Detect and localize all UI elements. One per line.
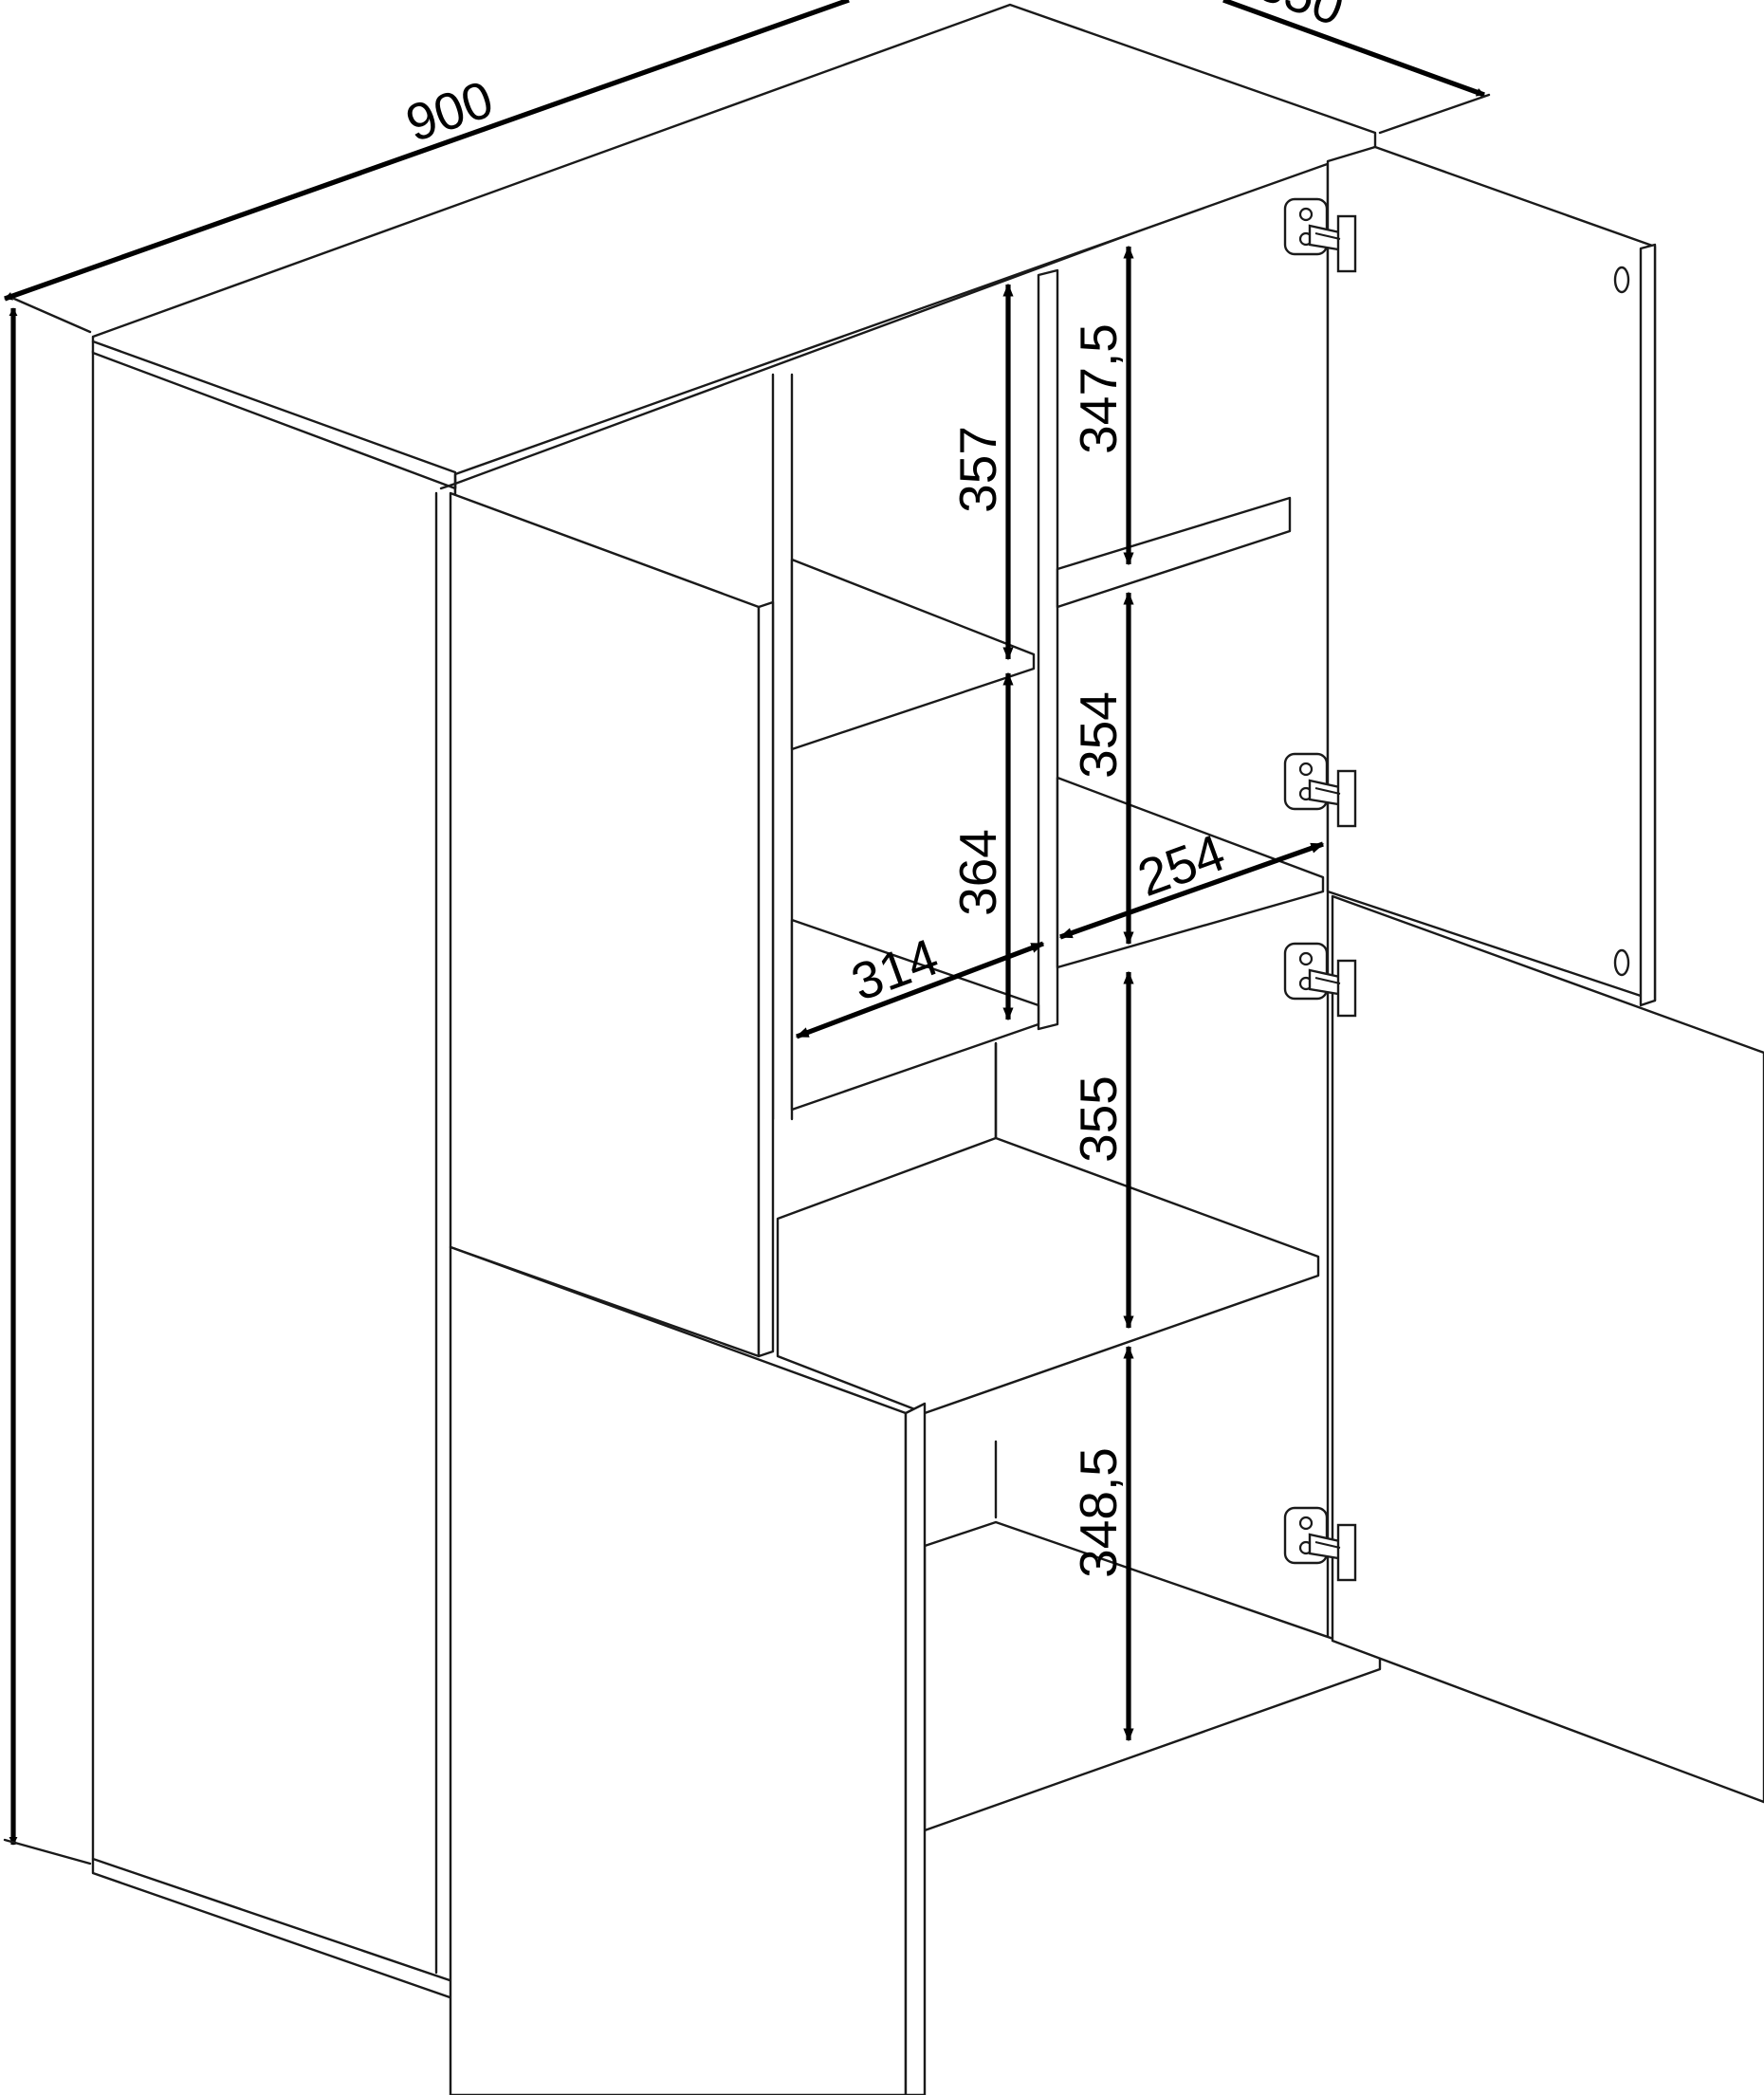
width-label: 900: [398, 69, 500, 153]
lower-right-door: [1331, 894, 1764, 1804]
left-side-panel: [91, 349, 457, 1984]
lower-left-door: [449, 1245, 908, 2095]
depth-dimension-line: [1222, 0, 1485, 98]
bottom-compartment-label: 348,5: [1069, 1447, 1128, 1578]
width-dimension-line: [4, 0, 850, 302]
dimension-lines: [3, 0, 1491, 1865]
depth-label: 350: [1250, 0, 1351, 37]
upper-left-door: [449, 491, 761, 1358]
middle-right-compartment-label: 354: [1069, 691, 1128, 779]
upper-left-compartment-label: 357: [948, 426, 1007, 513]
dimension-labels: 900 350 357 347,5 354 364 314 254 355 34…: [398, 0, 1351, 1578]
upper-right-compartment-label: 347,5: [1069, 323, 1128, 454]
top-panel: [91, 3, 1377, 490]
upper-right-door: [1326, 145, 1657, 1002]
cabinet-body: [91, 3, 1764, 2095]
lower-left-compartment-label: 364: [948, 829, 1007, 916]
lower-middle-compartment-label: 355: [1069, 1075, 1128, 1163]
